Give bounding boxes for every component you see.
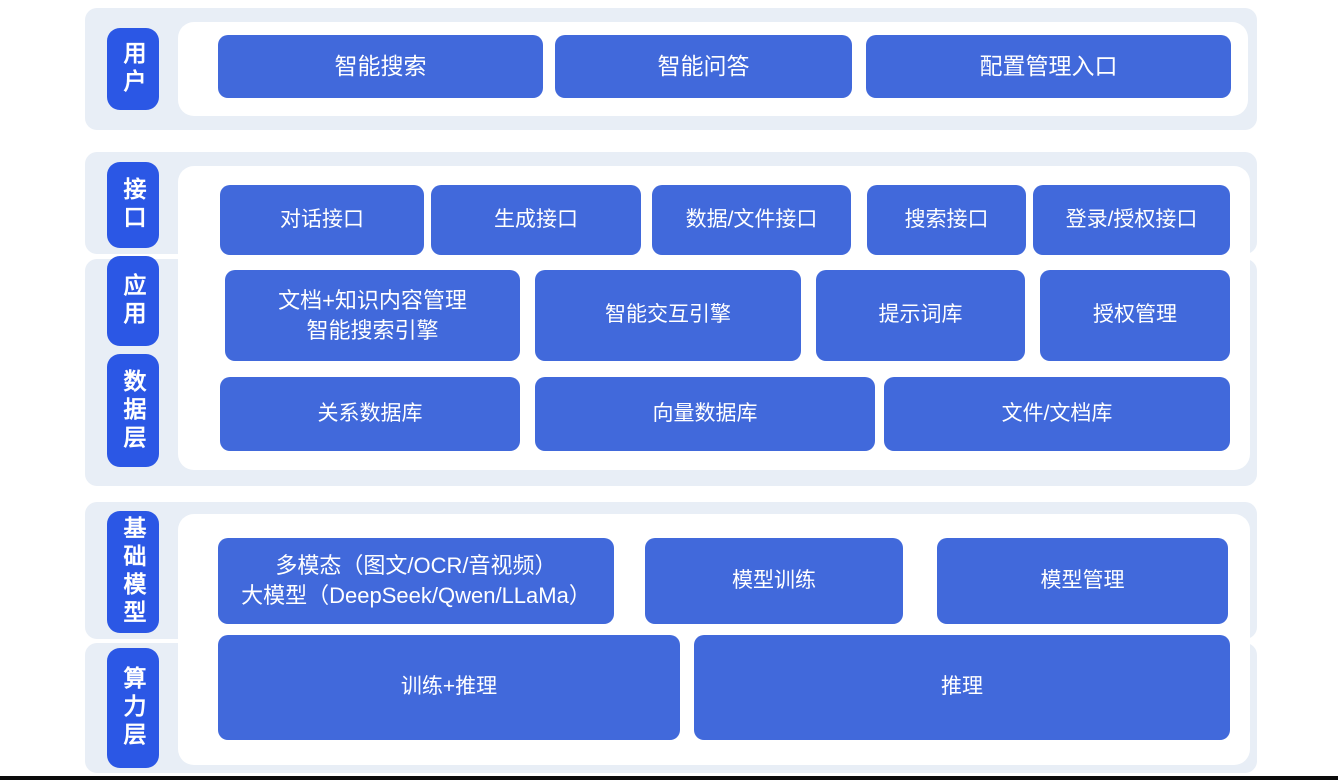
node-relational-db: 关系数据库: [220, 377, 520, 451]
node-auth-management: 授权管理: [1040, 270, 1230, 361]
node-config-entry: 配置管理入口: [866, 35, 1231, 98]
node-train-inference: 训练+推理: [218, 635, 680, 740]
layer-label-interface: 接口: [107, 162, 159, 248]
node-model-training: 模型训练: [645, 538, 903, 624]
layer-label-application: 应用: [107, 256, 159, 346]
bottom-divider-line: [0, 776, 1338, 780]
node-interaction-engine: 智能交互引擎: [535, 270, 801, 361]
node-inference: 推理: [694, 635, 1230, 740]
node-multimodal-llm: 多模态（图文/OCR/音视频） 大模型（DeepSeek/Qwen/LLaMa）: [218, 538, 614, 624]
node-login-auth-api: 登录/授权接口: [1033, 185, 1230, 255]
layer-label-foundation: 基础模型: [107, 511, 159, 633]
node-generate-api: 生成接口: [431, 185, 641, 255]
node-data-file-api: 数据/文件接口: [652, 185, 851, 255]
node-smart-qa: 智能问答: [555, 35, 852, 98]
node-prompt-library: 提示词库: [816, 270, 1025, 361]
node-search-api: 搜索接口: [867, 185, 1026, 255]
layer-label-data: 数据层: [107, 354, 159, 467]
node-doc-knowledge-search-engine: 文档+知识内容管理 智能搜索引擎: [225, 270, 520, 361]
node-vector-db: 向量数据库: [535, 377, 875, 451]
node-model-management: 模型管理: [937, 538, 1228, 624]
node-dialog-api: 对话接口: [220, 185, 424, 255]
node-file-doc-db: 文件/文档库: [884, 377, 1230, 451]
layer-label-user: 用户: [107, 28, 159, 110]
layer-label-compute: 算力层: [107, 648, 159, 768]
node-smart-search: 智能搜索: [218, 35, 543, 98]
